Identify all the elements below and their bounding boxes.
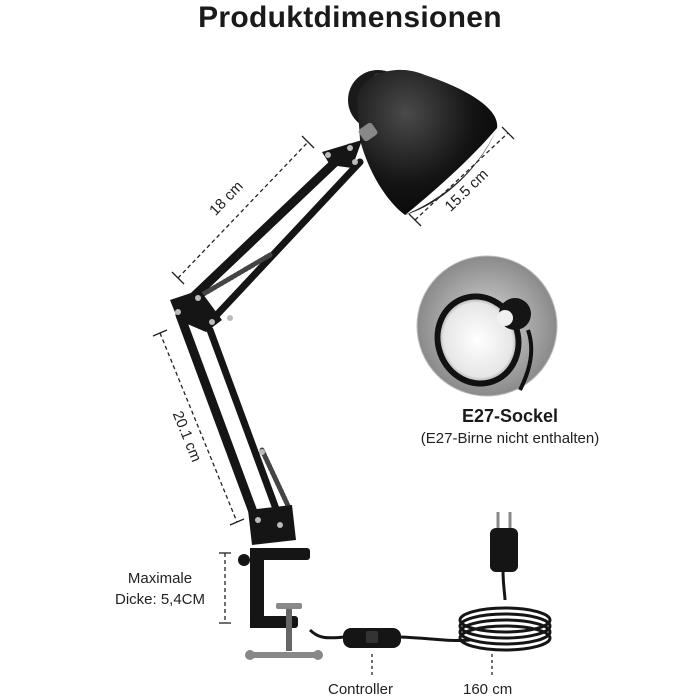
lamp-shade xyxy=(348,69,498,216)
clamp-thickness-line2: Dicke: 5,4CM xyxy=(114,591,206,608)
shade-dimension-label: 15.5 cm xyxy=(441,165,492,216)
power-cable xyxy=(308,569,552,652)
clamp-thickness-label: Maximale Dicke: 5,4CM xyxy=(100,568,220,610)
controller-label: Controller xyxy=(328,681,394,698)
socket-subtitle: (E27-Birne nicht enthalten) xyxy=(420,430,600,447)
lower-arm-dimension-label: 20.1 cm xyxy=(168,408,205,465)
socket-closeup xyxy=(416,255,558,397)
dimension-lines xyxy=(152,126,515,678)
arm-rivets xyxy=(175,145,358,528)
lamp-arm xyxy=(170,140,364,545)
socket-title: E27-Sockel xyxy=(461,406,559,426)
cable-length-label: 160 cm xyxy=(463,681,513,698)
upper-arm-dimension-label: 18 cm xyxy=(206,177,247,220)
clamp-thickness-line1: Maximale xyxy=(127,570,193,587)
page-title: Produktdimensionen xyxy=(198,1,502,34)
euro-plug-icon xyxy=(490,512,518,572)
inline-switch-icon xyxy=(343,628,401,648)
table-clamp xyxy=(238,548,323,660)
